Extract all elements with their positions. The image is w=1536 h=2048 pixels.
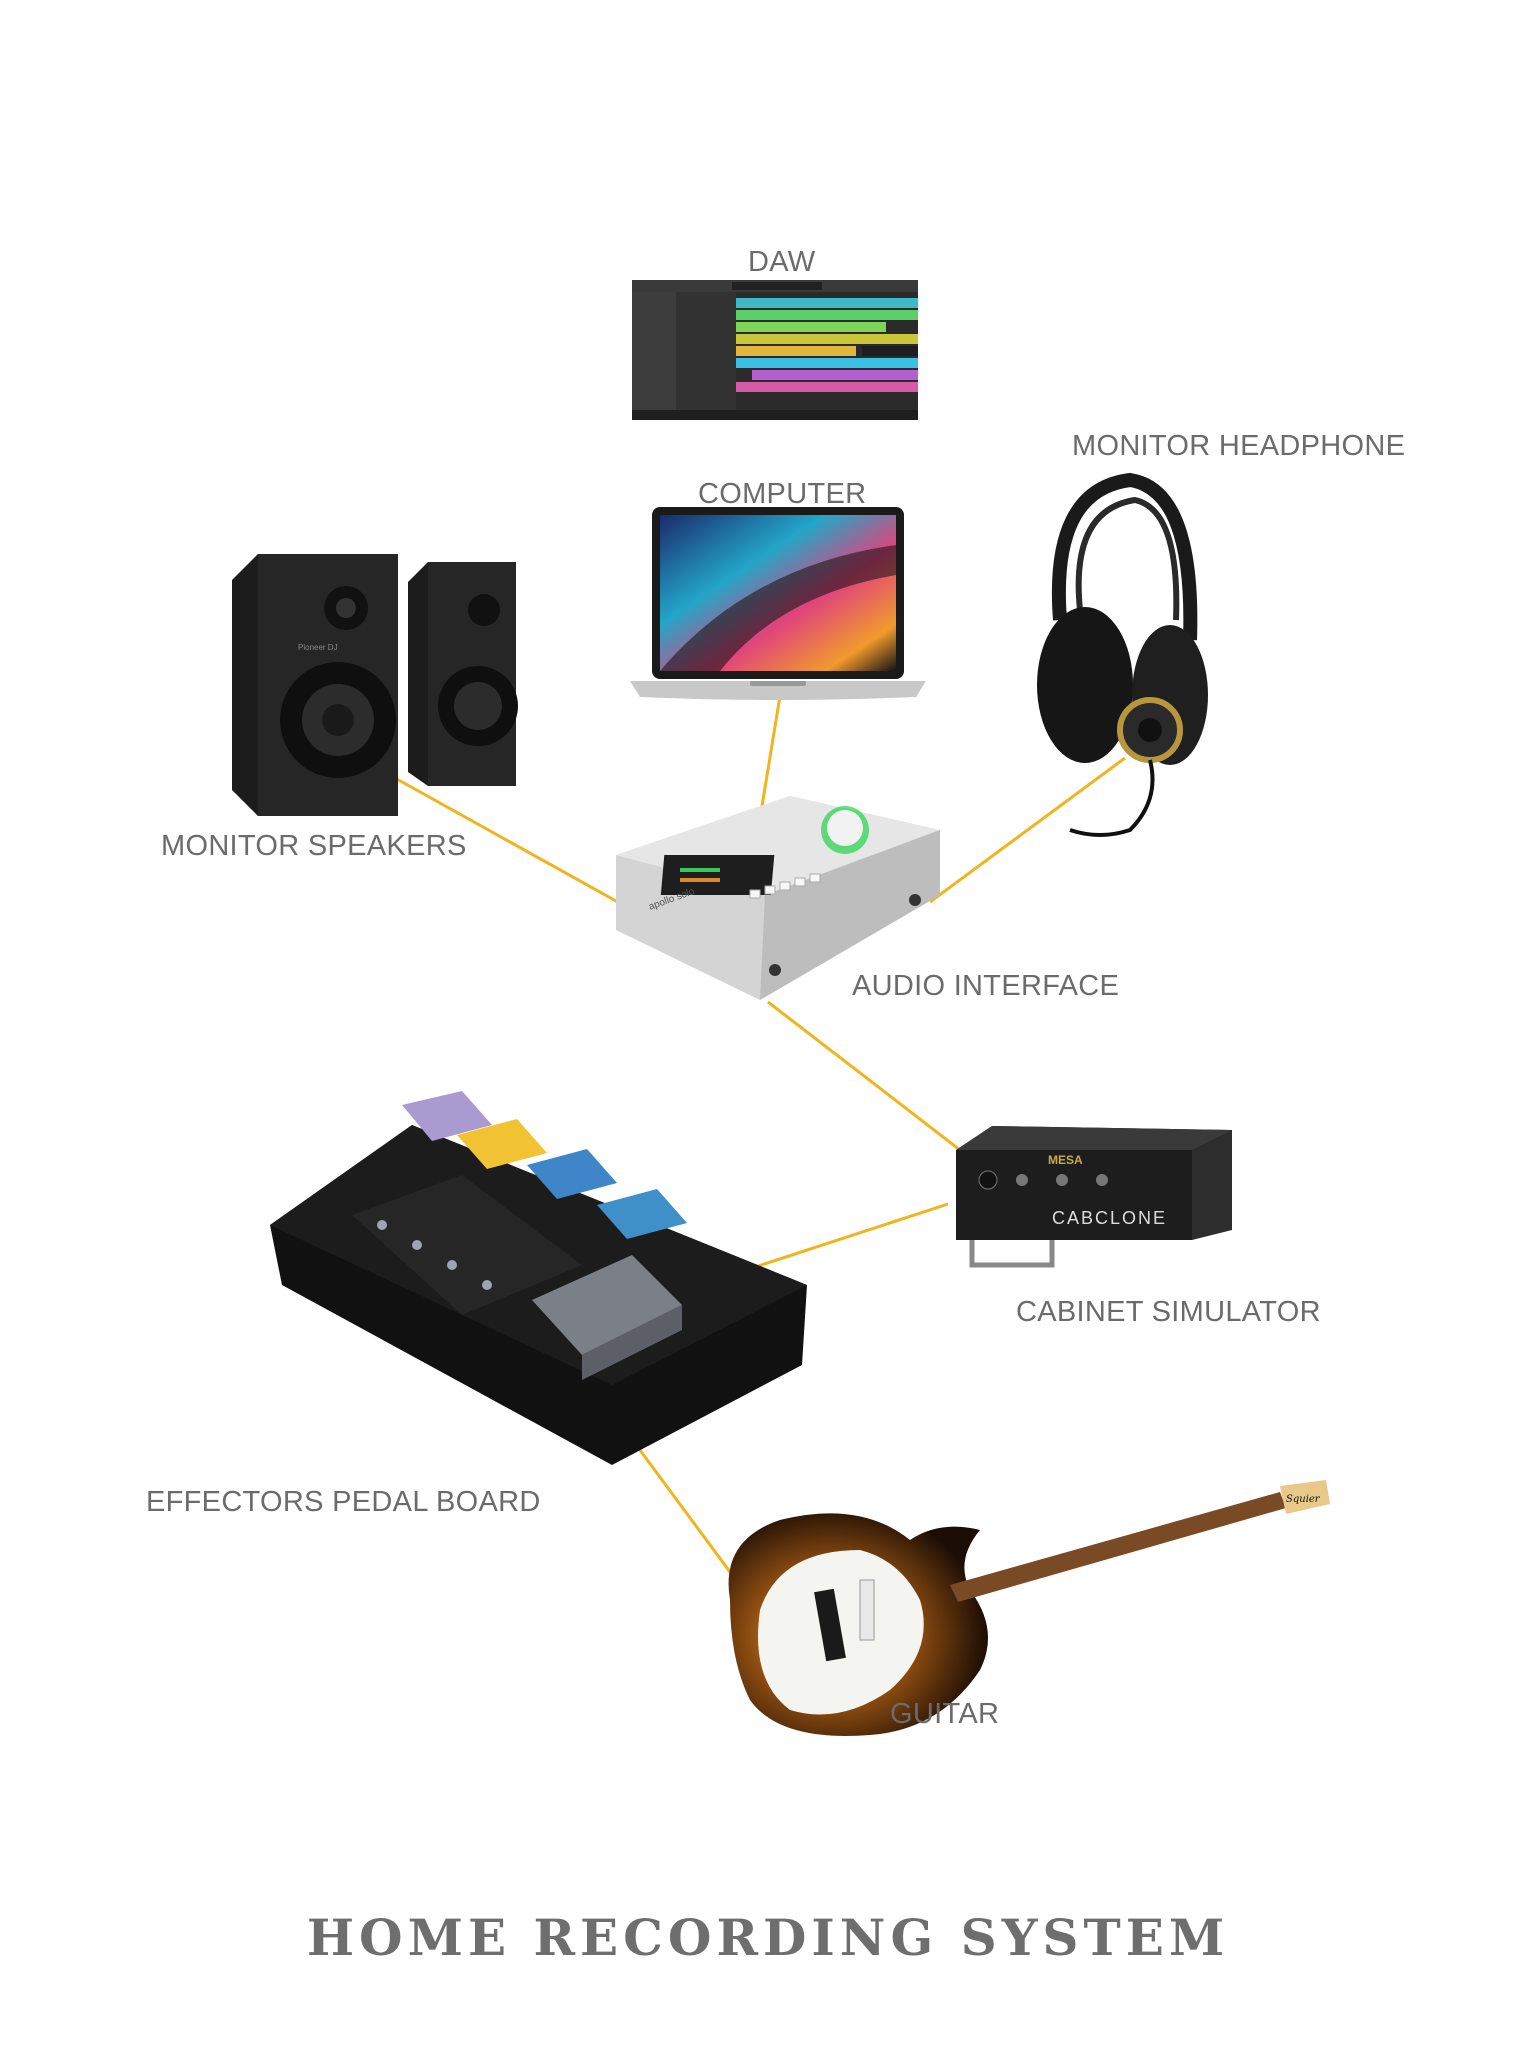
monitor-speakers: Pioneer DJ bbox=[228, 550, 520, 820]
label-computer: COMPUTER bbox=[698, 478, 867, 510]
label-effectors-pedal-board: EFFECTORS PEDAL BOARD bbox=[146, 1486, 541, 1518]
label-monitor-headphone: MONITOR HEADPHONE bbox=[1072, 430, 1406, 462]
label-guitar: GUITAR bbox=[890, 1698, 1000, 1730]
guitar-brand-text: Squier bbox=[1286, 1494, 1321, 1505]
speaker-brand-text: Pioneer DJ bbox=[298, 643, 338, 652]
wire-cabinet-pedalboard bbox=[751, 1202, 949, 1270]
monitor-headphone bbox=[1030, 470, 1210, 845]
cab-brand-text: MESA bbox=[1048, 1153, 1083, 1167]
effectors-pedal-board bbox=[262, 1085, 822, 1470]
diagram-title: HOME RECORDING SYSTEM bbox=[306, 1908, 1230, 1967]
wire-speakers-interface bbox=[394, 776, 626, 908]
cab-model-text: CABCLONE bbox=[1052, 1208, 1167, 1228]
audio-interface: apollo solo bbox=[610, 790, 950, 1005]
label-monitor-speakers: MONITOR SPEAKERS bbox=[161, 830, 467, 862]
wire-computer-interface bbox=[760, 695, 782, 807]
label-cabinet-simulator: CABINET SIMULATOR bbox=[1016, 1296, 1321, 1328]
guitar: Squier bbox=[720, 1480, 1330, 1745]
computer-laptop bbox=[630, 505, 926, 701]
label-audio-interface: AUDIO INTERFACE bbox=[852, 970, 1120, 1002]
daw-screenshot bbox=[632, 280, 918, 420]
label-daw: DAW bbox=[748, 246, 816, 278]
wire-headphone-interface bbox=[929, 756, 1126, 904]
wire-interface-cabinet bbox=[767, 1000, 961, 1152]
cabinet-simulator: MESA CABCLONE bbox=[942, 1120, 1242, 1270]
